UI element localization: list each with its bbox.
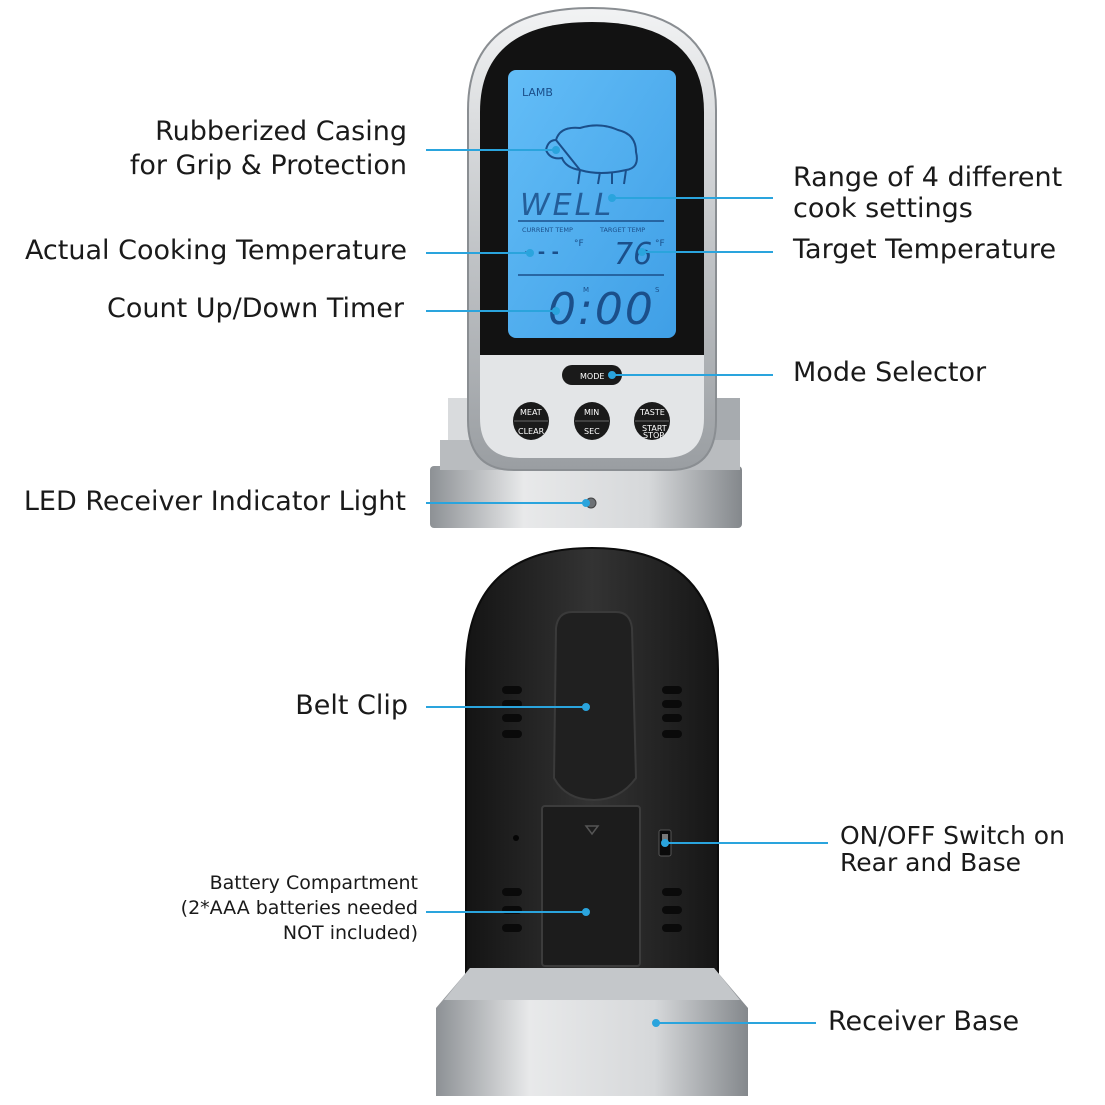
callout-mode: Mode Selector [793,357,987,388]
lcd-timer-m: M [583,286,589,294]
lamb-icon [544,124,638,185]
callout-casing-line1: Rubberized Casing [155,116,407,147]
leader-lines [426,146,828,1027]
battery-cover [541,805,641,967]
callout-timer: Count Up/Down Timer [106,293,404,324]
callout-casing-line2: for Grip & Protection [129,150,407,181]
lcd-target-temp-label: TARGET TEMP [599,226,645,234]
callout-actual-temp: Actual Cooking Temperature [24,235,407,266]
lcd-target-temp-value: 76 [614,237,652,272]
lcd-current-temp-label: CURRENT TEMP [522,226,573,234]
mode-button[interactable]: MODE [562,365,622,385]
lcd-current-temp-value: - - - [524,242,559,263]
min-label: MIN [584,408,599,417]
lcd-timer: 0:00 [548,284,655,335]
vents-right [662,686,682,932]
callout-switch: ON/OFF Switch on Rear and Base [840,822,1065,876]
lcd-meat-name: LAMB [522,86,553,99]
belt-clip [552,611,638,802]
callout-range-line1: Range of 4 different [793,162,1063,193]
callout-belt-clip: Belt Clip [295,690,408,721]
callout-base: Receiver Base [828,1006,1020,1037]
callout-battery-line1: Battery Compartment [209,872,418,894]
front-unit: LAMB WELL CURRENT TEMP TARGET TEMP - - -… [430,6,742,528]
callout-target: Target Temperature [793,234,1057,265]
taste-start-stop-button[interactable]: TASTE START STOP [634,402,670,440]
taste-label: TASTE [639,408,665,417]
rear-unit [436,546,748,1096]
callout-range: Range of 4 different cook settings [793,162,1062,224]
callout-range-line2: cook settings [793,193,973,224]
mode-button-label: MODE [580,372,604,381]
callout-battery: Battery Compartment (2*AAA batteries nee… [181,871,418,946]
callout-switch-line2: Rear and Base [840,848,1022,877]
callout-casing: Rubberized Casing for Grip & Protection [130,115,407,183]
min-sec-button[interactable]: MIN SEC [574,402,610,440]
start-label: START [642,424,667,433]
meat-clear-button[interactable]: MEAT CLEAR [513,402,549,440]
callout-led: LED Receiver Indicator Light [23,486,406,517]
lcd-screen [508,70,676,338]
lcd-timer-s: S [655,286,660,294]
clear-label: CLEAR [518,427,545,436]
callout-battery-line3: NOT included) [282,922,418,944]
lcd-target-unit: °F [655,239,665,249]
sec-label: SEC [584,427,600,436]
stop-label: STOP [643,431,664,440]
lcd-doneness: WELL [520,188,614,223]
callout-switch-line1: ON/OFF Switch on [840,821,1065,850]
meat-label: MEAT [520,408,542,417]
lcd-current-unit: °F [574,239,584,249]
callout-battery-line2: (2*AAA batteries needed [180,897,418,919]
